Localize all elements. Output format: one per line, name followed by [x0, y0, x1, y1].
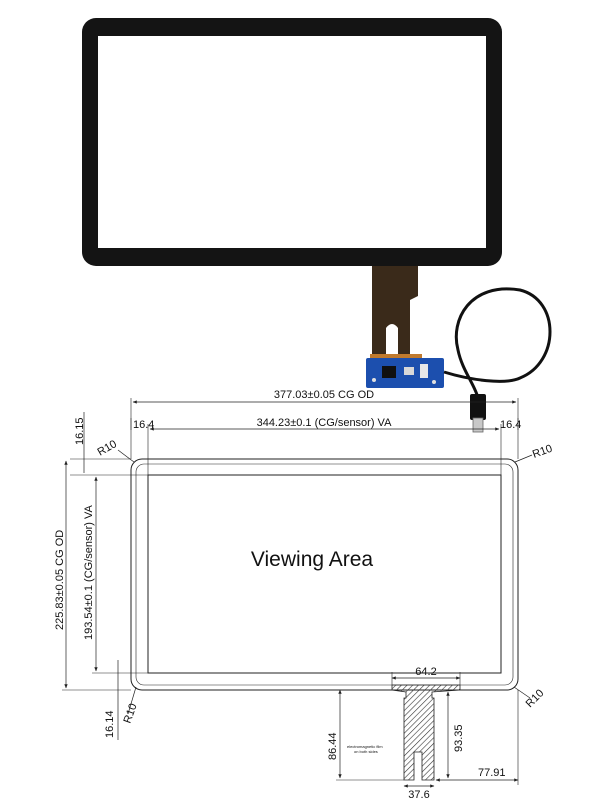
- usb-cable: [443, 287, 552, 399]
- fpc-neck-label: 37.6: [408, 789, 429, 800]
- cg-width-label: 377.03±0.05 CG OD: [274, 389, 374, 401]
- controller-chip: [382, 366, 396, 378]
- va-width-label: 344.23±0.1 (CG/sensor) VA: [257, 417, 393, 429]
- left-margin-label: 16.4: [133, 419, 154, 431]
- radius-label-tl: R10: [96, 438, 119, 458]
- fpc-tail-outline: [391, 684, 461, 781]
- fpc-note-line1: electromagnetic film: [347, 744, 383, 749]
- radius-leader-br: [513, 686, 531, 699]
- fpc-offset-label: 77.91: [478, 767, 506, 779]
- controller-led: [372, 378, 376, 382]
- right-margin-label: 16.4: [500, 419, 521, 431]
- bottom-margin-label: 16.14: [104, 710, 116, 738]
- usb-plug: [470, 394, 486, 420]
- radius-leader-tl: [117, 449, 135, 463]
- fpc-note-line2: on both sides: [354, 749, 378, 754]
- controller-led: [432, 380, 436, 384]
- radius-label-tr: R10: [531, 443, 554, 461]
- viewing-area-outline: [147, 474, 502, 674]
- fpc-cable: [372, 266, 418, 356]
- viewing-area-label: Viewing Area: [251, 548, 374, 571]
- fpc-tail-label: 93.35: [453, 724, 465, 752]
- usb-plug-metal: [472, 417, 484, 433]
- radius-label-bl: R10: [122, 702, 140, 725]
- cg-height-label: 225.83±0.05 CG OD: [54, 530, 66, 630]
- controller-component: [420, 364, 428, 378]
- technical-drawing: [62, 398, 533, 788]
- radius-leader-bl: [127, 686, 137, 715]
- top-margin-label: 16.15: [74, 417, 86, 445]
- cover-glass-outline: [130, 458, 519, 691]
- radius-label-br: R10: [524, 687, 547, 710]
- va-height-label: 193.54±0.1 (CG/sensor) VA: [83, 504, 95, 640]
- sensor-outline: [135, 463, 514, 686]
- touch-panel-photo: [82, 18, 552, 433]
- fpc-width-label: 64.2: [415, 666, 436, 678]
- fpc-length-label: 86.44: [327, 732, 339, 760]
- controller-component: [404, 367, 414, 375]
- radius-leader-tr: [514, 454, 533, 463]
- panel-glass: [98, 36, 486, 248]
